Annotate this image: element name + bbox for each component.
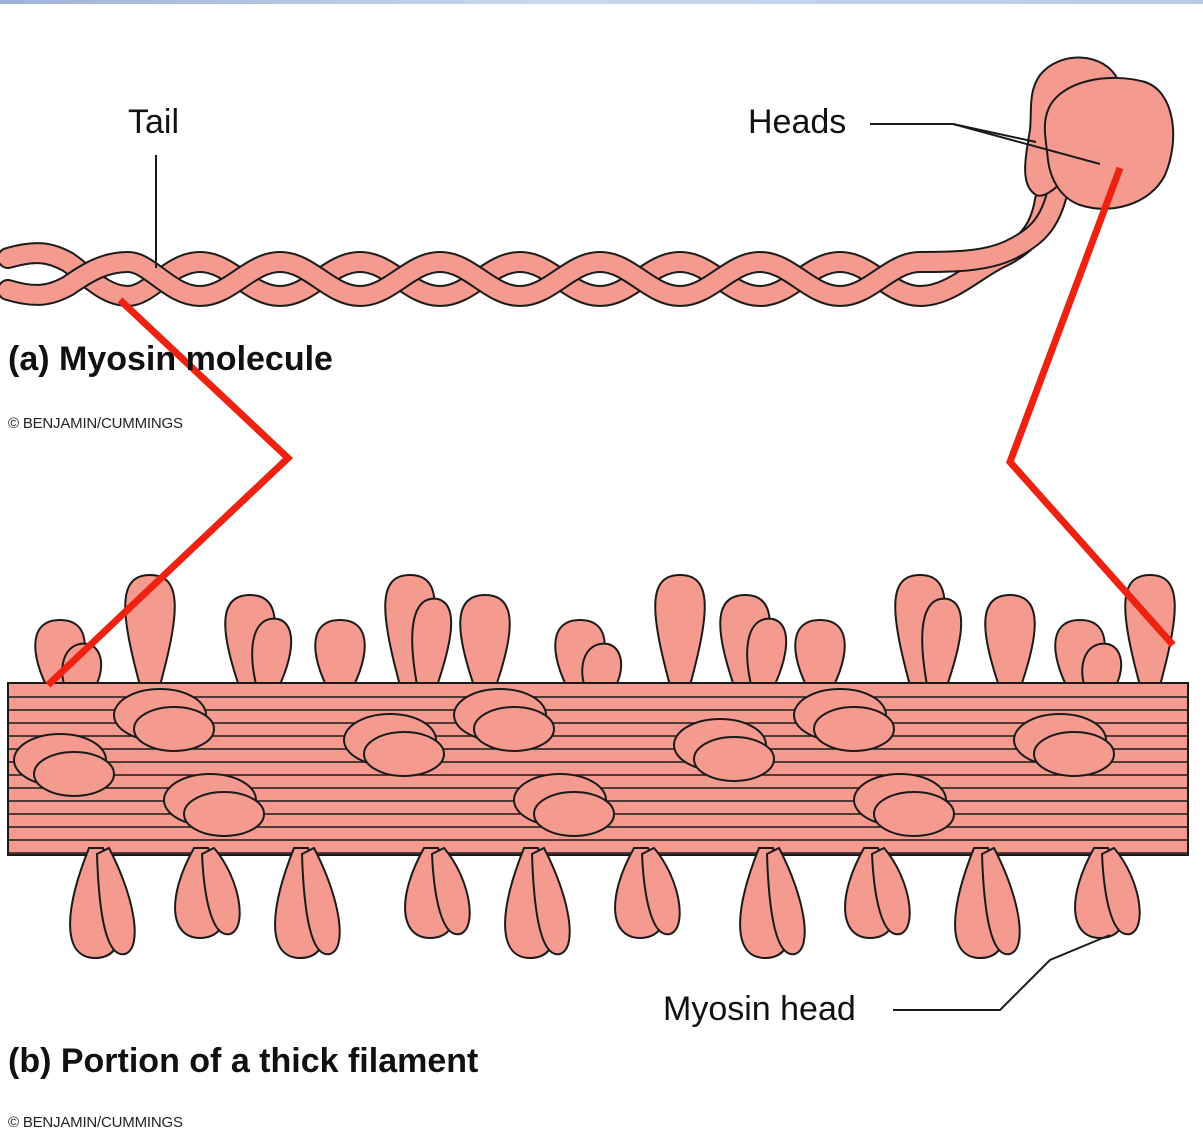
filament-head: [694, 737, 774, 781]
filament-head: [184, 792, 264, 836]
copyright-a: © BENJAMIN/CUMMINGS: [8, 415, 183, 432]
filament-head: [364, 732, 444, 776]
filament-head: [655, 575, 705, 700]
heads-label: Heads: [748, 103, 846, 142]
filament-head: [134, 707, 214, 751]
caption-b: (b) Portion of a thick filament: [8, 1042, 478, 1081]
filament-head: [534, 792, 614, 836]
filament-head: [814, 707, 894, 751]
filament-head: [874, 792, 954, 836]
filament-head: [125, 575, 175, 700]
thick-filament: [8, 575, 1188, 1010]
caption-a: (a) Myosin molecule: [8, 340, 333, 379]
filament-head: [34, 752, 114, 796]
tail-label: Tail: [128, 103, 179, 142]
filament-head: [1034, 732, 1114, 776]
copyright-b: © BENJAMIN/CUMMINGS: [8, 1114, 183, 1131]
myosin-head-label: Myosin head: [663, 990, 856, 1029]
myosin-molecule: [8, 58, 1173, 296]
filament-head: [474, 707, 554, 751]
